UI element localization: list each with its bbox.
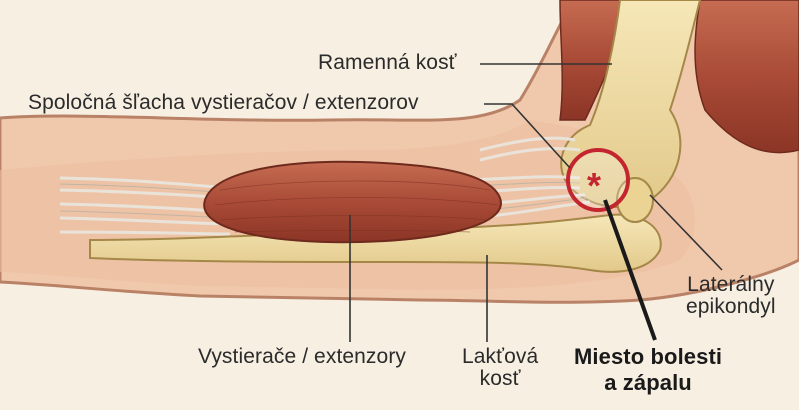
label-ulna-line2: kosť [479, 367, 521, 390]
label-pain-site: Miesto bolesti a zápalu [574, 344, 722, 396]
label-humerus: Ramenná kosť [318, 51, 457, 74]
label-common-tendon: Spoločná šľacha vystieračov / extenzorov [28, 91, 419, 114]
pain-circle [566, 148, 630, 212]
label-ulna: Lakťová kosť [462, 346, 538, 390]
muscle-striations [214, 180, 499, 233]
label-extensors: Vystierače / extenzory [198, 345, 407, 368]
extensor-muscle [203, 160, 502, 244]
upper-arm-muscle-2 [694, 0, 799, 154]
pain-marker-symbol: * [587, 165, 602, 206]
pain-leader-line [603, 199, 657, 341]
leader-lines [349, 63, 723, 342]
label-pain-site-line1: Miesto bolesti [574, 344, 723, 369]
label-ulna-line1: Lakťová [462, 345, 539, 368]
label-pain-site-line2: a zápalu [604, 370, 692, 395]
label-lateral-epicondyle-line1: Laterálny [687, 273, 775, 296]
label-lateral-epicondyle-line2: epikondyl [686, 295, 776, 318]
label-lateral-epicondyle: Laterálny epikondyl [686, 274, 776, 318]
